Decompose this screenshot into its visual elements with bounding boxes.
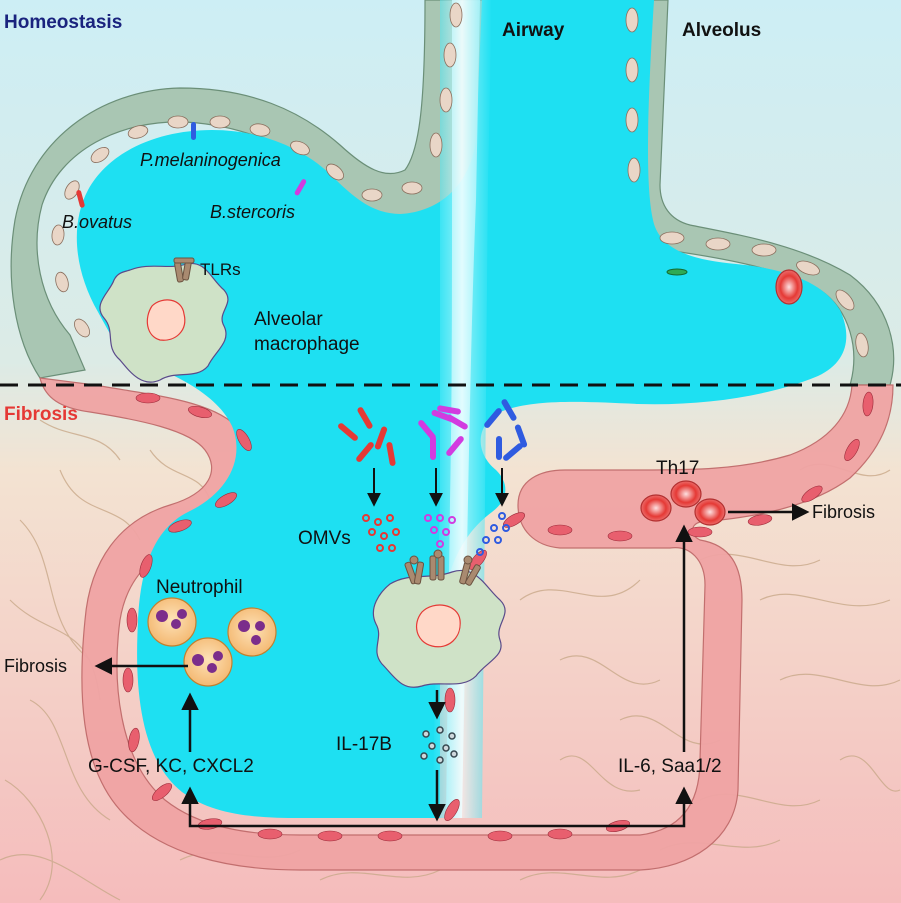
section-title-homeostasis: Homeostasis xyxy=(4,12,122,33)
label-tlrs: TLRs xyxy=(200,260,241,279)
tlr-receptor xyxy=(173,257,195,283)
fibers xyxy=(0,419,901,901)
red-cell-alveolus xyxy=(775,269,803,305)
label-il17b: IL-17B xyxy=(336,734,392,755)
green-cells xyxy=(51,2,869,358)
arrow-to-neutro-chemokines xyxy=(181,786,437,828)
omvs-magenta xyxy=(424,514,456,548)
bacterium-green xyxy=(666,268,688,276)
alveolar-macrophage xyxy=(99,262,229,383)
bacterium-p-melaninogenica xyxy=(191,122,196,140)
bacterium-b-ovatus xyxy=(76,190,85,208)
bacteria-cluster-blue xyxy=(484,399,528,461)
label-th17: Th17 xyxy=(656,458,699,479)
neutrophils xyxy=(147,597,277,687)
label-neutrophil: Neutrophil xyxy=(156,577,243,598)
il17b-particles xyxy=(420,726,458,764)
bacterium-b-stercoris xyxy=(294,179,307,196)
label-alveolus: Alveolus xyxy=(682,20,761,41)
bacteria-to-omv-arrows xyxy=(367,468,509,507)
bacteria-cluster-magenta xyxy=(418,405,468,460)
section-title-fibrosis: Fibrosis xyxy=(4,404,78,425)
omvs-blue xyxy=(476,512,510,556)
omvs-red xyxy=(362,514,400,552)
arrow-to-il6-saa xyxy=(437,786,693,828)
label-airway: Airway xyxy=(502,20,565,41)
label-fibrosis-left: Fibrosis xyxy=(4,656,67,676)
label-fibrosis-right: Fibrosis xyxy=(812,502,875,522)
bacteria-cluster-red xyxy=(338,407,396,466)
label-macrophage-line1: Alveolar xyxy=(254,309,323,330)
th17-cells xyxy=(640,480,726,526)
macrophage-fibrosis xyxy=(372,569,506,688)
tlr-receptors-fibrosis xyxy=(404,549,481,586)
label-p-melaninogenica: P.melaninogenica xyxy=(140,150,281,170)
label-omvs: OMVs xyxy=(298,528,351,549)
label-b-stercoris: B.stercoris xyxy=(210,202,295,222)
label-macrophage-line2: macrophage xyxy=(254,334,360,355)
label-neutro-chemokines: G-CSF, KC, CXCL2 xyxy=(88,756,254,777)
label-il6-saa: IL-6, Saa1/2 xyxy=(618,756,722,777)
label-b-ovatus: B.ovatus xyxy=(62,212,132,232)
